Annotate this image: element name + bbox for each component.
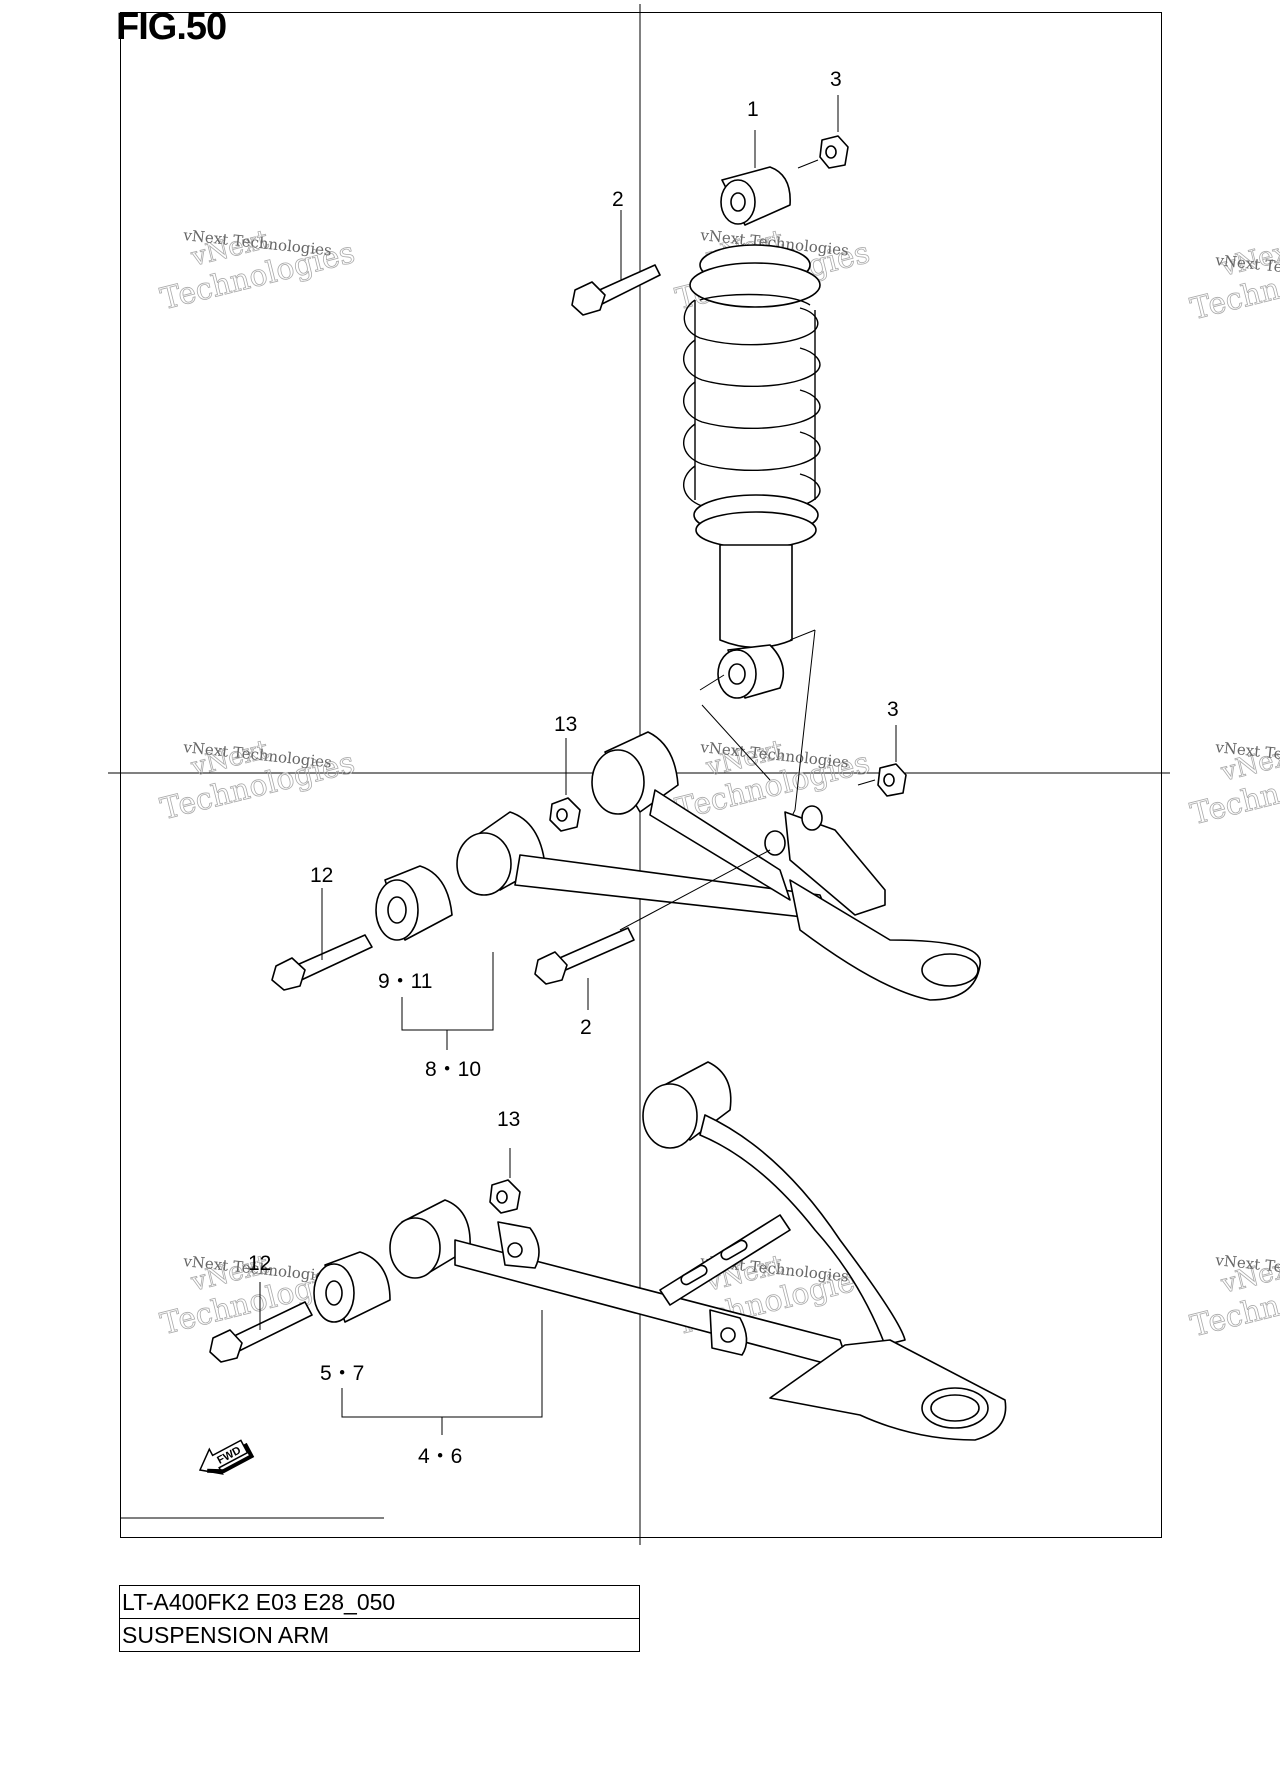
bolt-lower-arm [209,1301,313,1363]
callout-3-top: 3 [830,68,842,91]
callout-3-mid: 3 [887,698,899,721]
bushing-lower [313,1251,391,1323]
nut-top [819,135,849,169]
section-name: SUSPENSION ARM [119,1618,640,1652]
callout-labels: 1 3 2 3 13 12 9・11 2 8・10 13 12 5・7 4・6 [248,68,899,1468]
diagram-frame [120,12,1162,1538]
callout-8-10: 8・10 [425,1058,481,1081]
figure-title: FIG.50 [116,6,227,48]
callout-1: 1 [747,98,759,121]
watermark: vNext Technologies vNext Technologies vN… [157,224,1280,1345]
upper-suspension-arm [456,731,981,1001]
callout-2-bottom: 2 [580,1016,592,1039]
coil-spring [682,293,821,513]
callout-4-6: 4・6 [418,1445,462,1468]
callout-12-upper: 12 [310,864,333,887]
callout-9-11: 9・11 [378,970,432,993]
leader-lines [259,95,897,1435]
bolt-upper-arm-rear [534,927,635,985]
lower-suspension-arm [389,1061,1007,1441]
nut-13-lower [489,1179,521,1214]
callout-5-7: 5・7 [320,1362,364,1385]
shock-absorber [682,166,821,821]
callout-2-top: 2 [612,188,624,211]
bolt-top [571,264,661,316]
model-code: LT-A400FK2 E03 E28_050 [119,1585,640,1619]
callout-13-upper: 13 [554,713,577,736]
info-table: LT-A400FK2 E03 E28_050 SUSPENSION ARM [119,1585,640,1652]
nut-13-upper [549,797,581,832]
fwd-arrow-icon: FWD [198,1439,255,1475]
callout-12-lower: 12 [248,1252,271,1275]
nut-mid-right [877,763,907,797]
callout-13-lower: 13 [497,1108,520,1131]
bolt-upper-arm [271,934,373,991]
bushing-upper [375,865,453,941]
